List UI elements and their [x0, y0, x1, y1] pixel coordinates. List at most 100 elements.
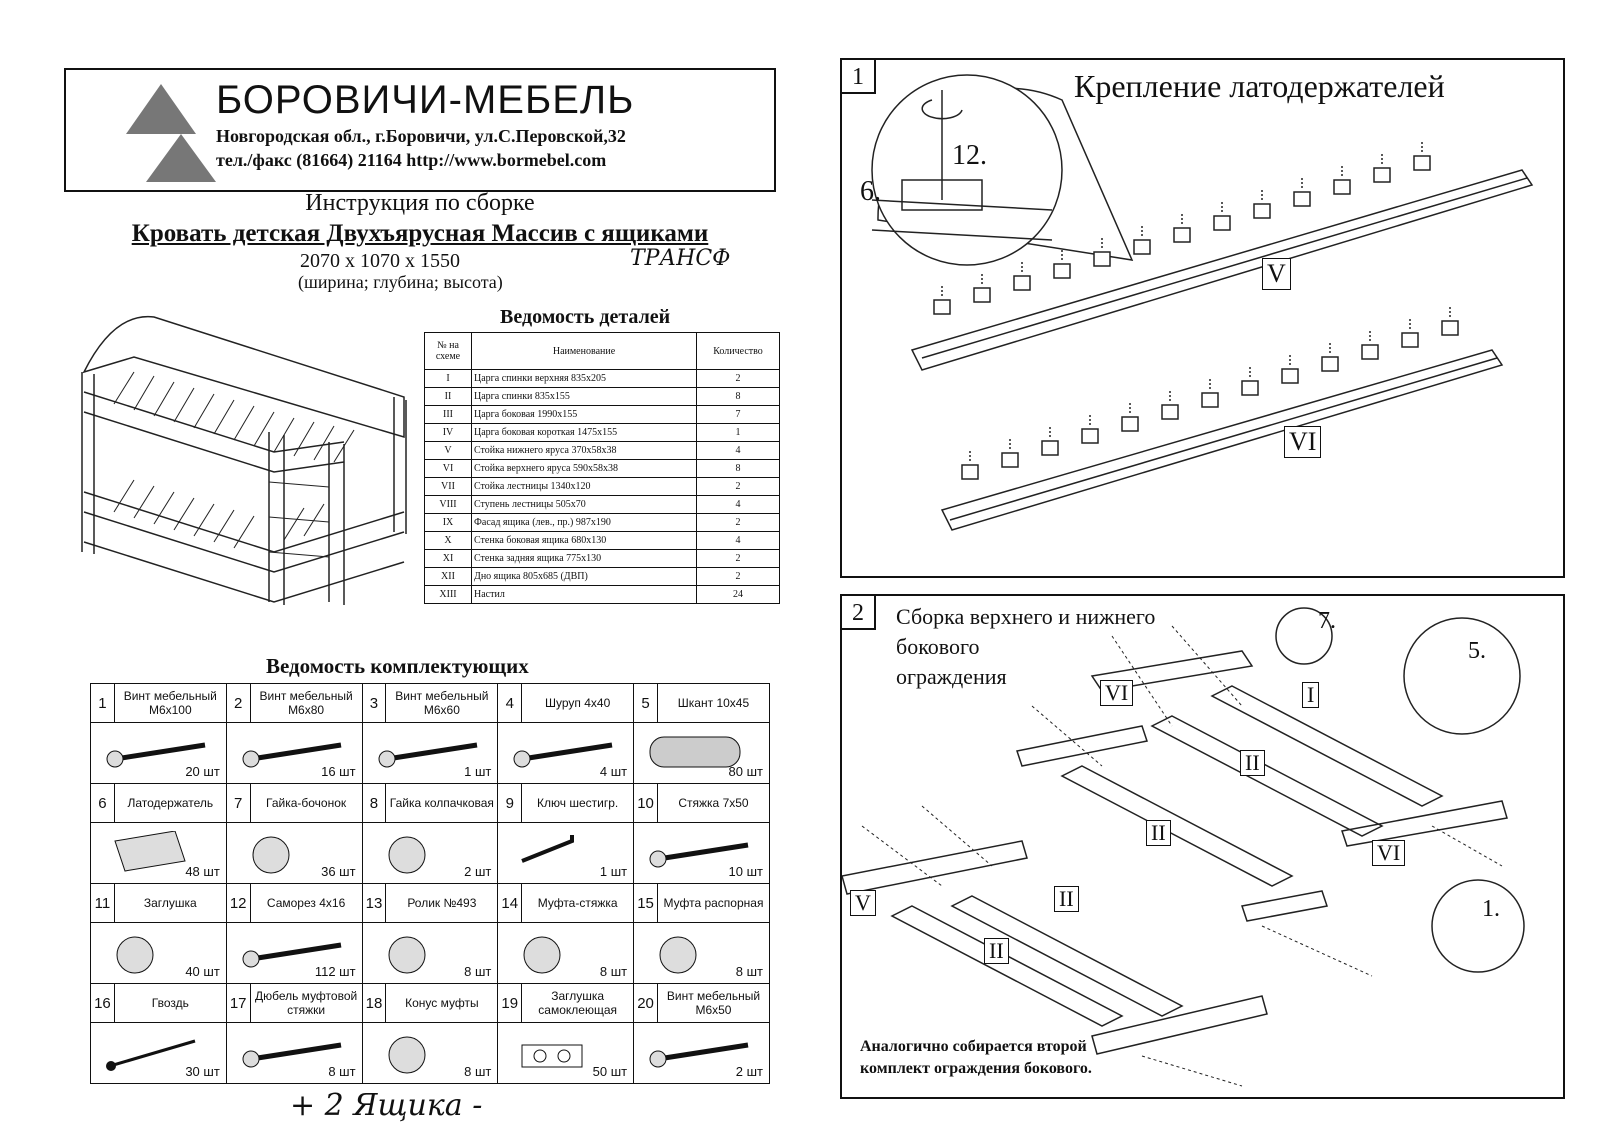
slat-holder-icon	[1253, 190, 1271, 219]
part-quantity: 8	[696, 459, 780, 478]
hardware-quantity: 10 шт	[728, 864, 763, 879]
hardware-number: 19	[497, 983, 523, 1023]
part-name: Стойка лестницы 1340х120	[471, 477, 697, 496]
hardware-name: Конус муфты	[385, 983, 499, 1023]
brand-logo	[126, 84, 216, 182]
step-title-line-1: Сборка верхнего и нижнего	[896, 604, 1156, 629]
part-label-ii-c: II	[1054, 886, 1079, 912]
hardware-quantity: 2 шт	[464, 864, 492, 879]
dowel-icon	[649, 736, 741, 768]
hardware-number: 2	[225, 683, 251, 723]
part-name: Фасад ящика (лев., пр.) 987х190	[471, 513, 697, 532]
part-quantity: 2	[696, 513, 780, 532]
slat-holder-icon	[1173, 214, 1191, 243]
handwritten-note: ТРАНСФ	[630, 246, 731, 271]
part-label-v: V	[1262, 258, 1291, 290]
hardware-name: Шкант 10х45	[656, 683, 771, 723]
col-quantity: Количество	[696, 332, 780, 370]
hardware-number: 20	[633, 983, 658, 1023]
hardware-number: 14	[497, 883, 523, 923]
step-2-diagram	[842, 607, 1525, 1087]
part-name: Стойка нижнего яруса 370х58х38	[471, 441, 697, 460]
part-quantity: 2	[696, 477, 780, 496]
hardware-number: 17	[225, 983, 251, 1023]
hardware-number: 15	[633, 883, 658, 923]
hardware-image-cell: 8 шт	[497, 922, 635, 984]
sleeve-cone-icon	[388, 1036, 426, 1074]
roller-icon	[388, 936, 426, 974]
part-number: VI	[424, 459, 472, 478]
nail-icon	[106, 1039, 196, 1071]
slat-holder-icon	[1001, 439, 1019, 468]
hardware-name: Гайка колпачковая	[385, 783, 499, 823]
slat-holder-icon	[1053, 250, 1071, 279]
hardware-name: Саморез 4х16	[249, 883, 363, 923]
brand-header: БОРОВИЧИ-МЕБЕЛЬ Новгородская обл., г.Бор…	[64, 68, 776, 192]
part-name: Ступень лестницы 505х70	[471, 495, 697, 514]
hardware-name: Муфта распорная	[656, 883, 771, 923]
slat-holder-icon	[1293, 178, 1311, 207]
part-number: IX	[424, 513, 472, 532]
hardware-quantity: 2 шт	[735, 1064, 763, 1079]
part-quantity: 8	[696, 387, 780, 406]
bracket-icon	[114, 831, 186, 872]
slat-holder-icon	[1201, 379, 1219, 408]
hardware-image-cell: 8 шт	[633, 922, 770, 984]
hardware-number: 18	[361, 983, 387, 1023]
hardware-quantity: 8 шт	[735, 964, 763, 979]
part-name: Стенка боковая ящика 680х130	[471, 531, 697, 550]
hardware-quantity: 16 шт	[321, 764, 356, 779]
step-title: Сборка верхнего и нижнего бокового ограж…	[896, 602, 1155, 692]
dimensions: 2070 х 1070 х 1550	[300, 250, 460, 272]
callout-1: 1.	[1482, 896, 1500, 922]
hardware-image-cell: 20 шт	[90, 722, 227, 784]
col-name: Наименование	[471, 332, 697, 370]
hardware-image-cell: 8 шт	[361, 1022, 499, 1084]
part-name: Стойка верхнего яруса 590х58х38	[471, 459, 697, 478]
slat-holder-icon	[1041, 427, 1059, 456]
hardware-name: Гвоздь	[113, 983, 227, 1023]
slat-holder-icon	[1321, 343, 1339, 372]
slat-holder-icon	[1441, 307, 1459, 336]
hardware-image-cell: 2 шт	[633, 1022, 770, 1084]
hardware-name: Дюбель муфтовой стяжки	[249, 983, 363, 1023]
part-number: VII	[424, 477, 472, 496]
part-label-ii-d: II	[984, 938, 1009, 964]
hardware-name: Ключ шестигр.	[521, 783, 635, 823]
hardware-number: 9	[497, 783, 523, 823]
sleeve-coupler-icon	[523, 936, 561, 974]
hardware-name: Винт мебельный М6х100	[113, 683, 227, 723]
step-title-line-3: ограждения	[896, 664, 1007, 689]
part-label-vi-right: VI	[1372, 840, 1406, 866]
hardware-name: Стяжка 7х50	[656, 783, 771, 823]
hardware-name: Муфта-стяжка	[521, 883, 635, 923]
slat-holder-icon	[1133, 226, 1151, 255]
coupler-dowel-icon	[242, 1042, 342, 1068]
barrel-nut-icon	[252, 836, 290, 874]
slat-holder-icon	[1213, 202, 1231, 231]
step-note-line-2: комплект ограждения бокового.	[860, 1060, 1092, 1077]
step-note: Аналогично собирается второй комплект ог…	[860, 1036, 1092, 1080]
screw-icon	[378, 742, 477, 768]
step-number: 2	[840, 594, 876, 630]
slat-holder-icon	[961, 451, 979, 480]
callout-12: 12.	[952, 140, 987, 171]
hardware-number: 1	[90, 683, 115, 723]
part-number: III	[424, 405, 472, 424]
callout-7: 7.	[1318, 608, 1336, 634]
hardware-number: 4	[497, 683, 523, 723]
part-name: Дно ящика 805х685 (ДВП)	[471, 567, 697, 586]
part-quantity: 1	[696, 423, 780, 442]
slat-holder-icon	[1361, 331, 1379, 360]
